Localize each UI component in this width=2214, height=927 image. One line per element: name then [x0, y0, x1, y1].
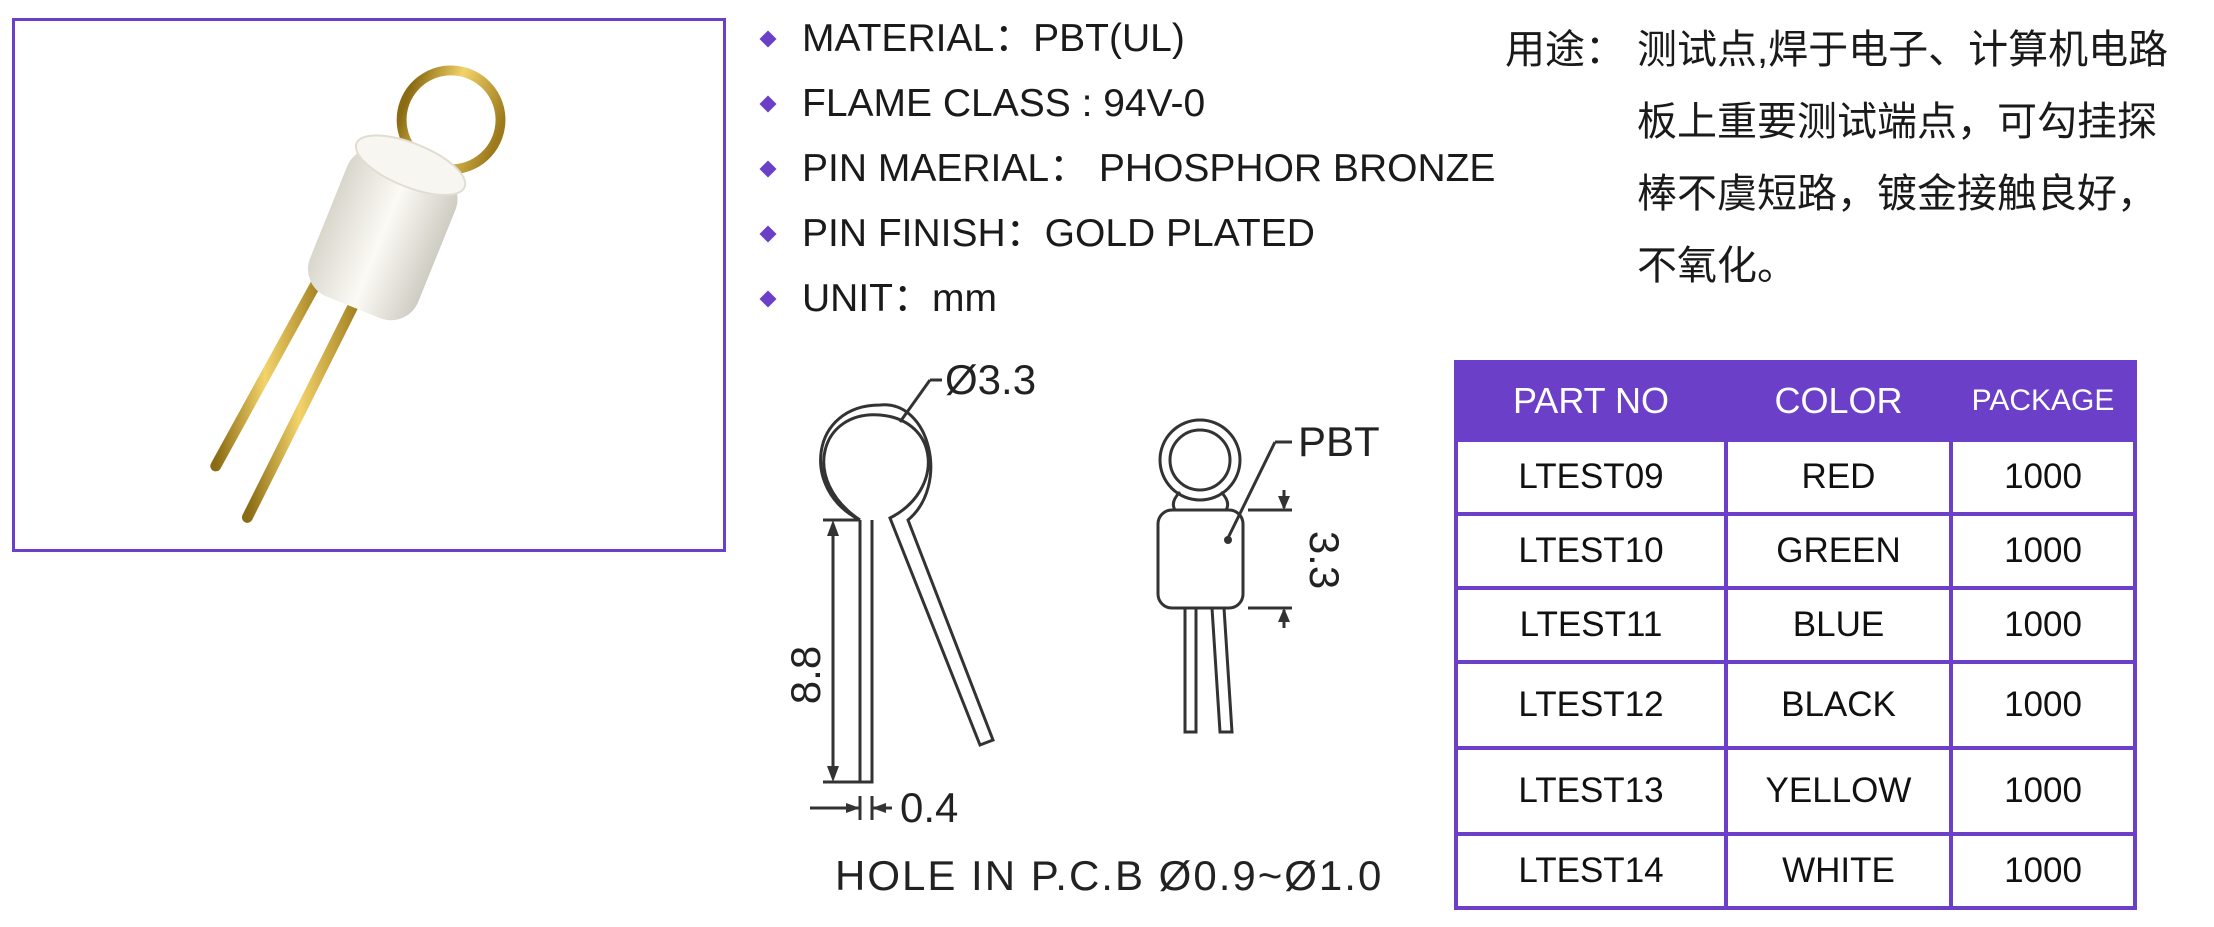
height-label: 8.8: [782, 646, 829, 704]
ring-leader-line: [898, 379, 932, 423]
ring-diameter-label: Ø3.3: [945, 360, 1036, 403]
cell-package: 1000: [1949, 832, 2137, 910]
product-photo: [12, 18, 726, 552]
pbt-leader-line: [1226, 441, 1277, 539]
front-view-body: [1156, 508, 1245, 610]
usage-label: 用途：: [1505, 28, 1625, 72]
cell-package: 1000: [1949, 438, 2137, 516]
body-height-label: 3.3: [1301, 531, 1348, 589]
spec-item-pin-finish: PIN FINISH：GOLD PLATED: [759, 209, 1495, 274]
spec-item-unit: UNIT：mm: [759, 274, 1495, 339]
cell-color: RED: [1724, 438, 1953, 516]
cell-part-no: LTEST10: [1454, 512, 1728, 590]
hole-note: HOLE IN P.C.B Ø0.9~Ø1.0: [835, 852, 1384, 899]
cell-package: 1000: [1949, 586, 2137, 664]
cell-part-no: LTEST14: [1454, 832, 1728, 910]
spec-item-material: MATERIAL：PBT(UL): [759, 14, 1495, 79]
cell-part-no: LTEST13: [1454, 746, 1728, 836]
dimension-drawing: Ø3.3 PBT 0.4 8.8 3.3: [780, 360, 1440, 920]
table-row: LTEST10 GREEN 1000: [1454, 512, 2137, 590]
table-row: LTEST14 WHITE 1000: [1454, 832, 2137, 910]
cell-color: BLUE: [1724, 586, 1953, 664]
cell-package: 1000: [1949, 746, 2137, 836]
cell-color: YELLOW: [1724, 746, 1953, 836]
side-view-ring: [819, 403, 995, 747]
side-view-pin: [858, 520, 874, 784]
diamond-bullet-icon: [759, 225, 777, 243]
table-row: LTEST09 RED 1000: [1454, 438, 2137, 516]
usage-text: 测试点,焊于电子、计算机电路 板上重要测试端点，可勾挂探 棒不虞短路，镀金接触良…: [1637, 14, 2197, 302]
diamond-bullet-icon: [759, 160, 777, 178]
header-part-no: PART NO: [1454, 360, 1728, 442]
spec-list: MATERIAL：PBT(UL) FLAME CLASS : 94V-0 PIN…: [759, 14, 1495, 339]
table-row: LTEST13 YELLOW 1000: [1454, 746, 2137, 836]
cell-part-no: LTEST11: [1454, 586, 1728, 664]
usage-line: 板上重要测试端点，可勾挂探: [1637, 100, 2157, 144]
table-row: LTEST11 BLUE 1000: [1454, 586, 2137, 664]
diamond-bullet-icon: [759, 95, 777, 113]
spec-item-pin-material: PIN MAERIAL： PHOSPHOR BRONZE: [759, 144, 1495, 209]
header-package: PACKAGE: [1949, 360, 2137, 442]
front-view-pin-right: [1210, 607, 1234, 734]
table-header-row: PART NO COLOR PACKAGE: [1454, 360, 2137, 442]
usage-line: 棒不虞短路，镀金接触良好，: [1637, 172, 2157, 216]
pin-width-label: 0.4: [900, 784, 958, 831]
usage-line: 测试点,焊于电子、计算机电路: [1637, 28, 2169, 72]
usage-line: 不氧化。: [1637, 244, 1797, 288]
cell-part-no: LTEST12: [1454, 660, 1728, 750]
diamond-bullet-icon: [759, 30, 777, 48]
part-table: PART NO COLOR PACKAGE LTEST09 RED 1000 L…: [1454, 360, 2137, 910]
cell-color: GREEN: [1724, 512, 1953, 590]
cell-color: WHITE: [1724, 832, 1953, 910]
cell-part-no: LTEST09: [1454, 438, 1728, 516]
diamond-bullet-icon: [759, 290, 777, 308]
cell-package: 1000: [1949, 660, 2137, 750]
front-view-ring: [1158, 418, 1242, 502]
table-row: LTEST12 BLACK 1000: [1454, 660, 2137, 750]
cell-package: 1000: [1949, 512, 2137, 590]
header-color: COLOR: [1724, 360, 1953, 442]
cell-color: BLACK: [1724, 660, 1953, 750]
spec-item-flame-class: FLAME CLASS : 94V-0: [759, 79, 1495, 144]
front-view-pin-left: [1183, 606, 1198, 734]
test-point-illustration: [210, 65, 506, 523]
pbt-label: PBT: [1298, 418, 1380, 465]
